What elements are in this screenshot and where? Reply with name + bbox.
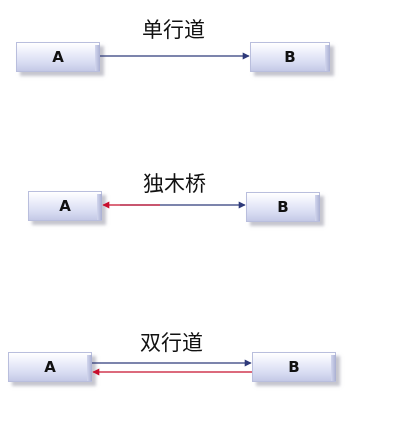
caption-one-way: 单行道 — [142, 18, 205, 42]
node-b-two-way: B — [252, 352, 336, 382]
node-b-one-way: B — [250, 42, 330, 72]
caption-two-way: 双行道 — [140, 331, 203, 355]
node-a-one-way: A — [16, 42, 100, 72]
node-a-two-way: A — [8, 352, 92, 382]
node-b-plank-bridge: B — [246, 192, 320, 222]
node-a-plank-bridge: A — [28, 191, 102, 221]
caption-plank-bridge: 独木桥 — [143, 172, 206, 196]
